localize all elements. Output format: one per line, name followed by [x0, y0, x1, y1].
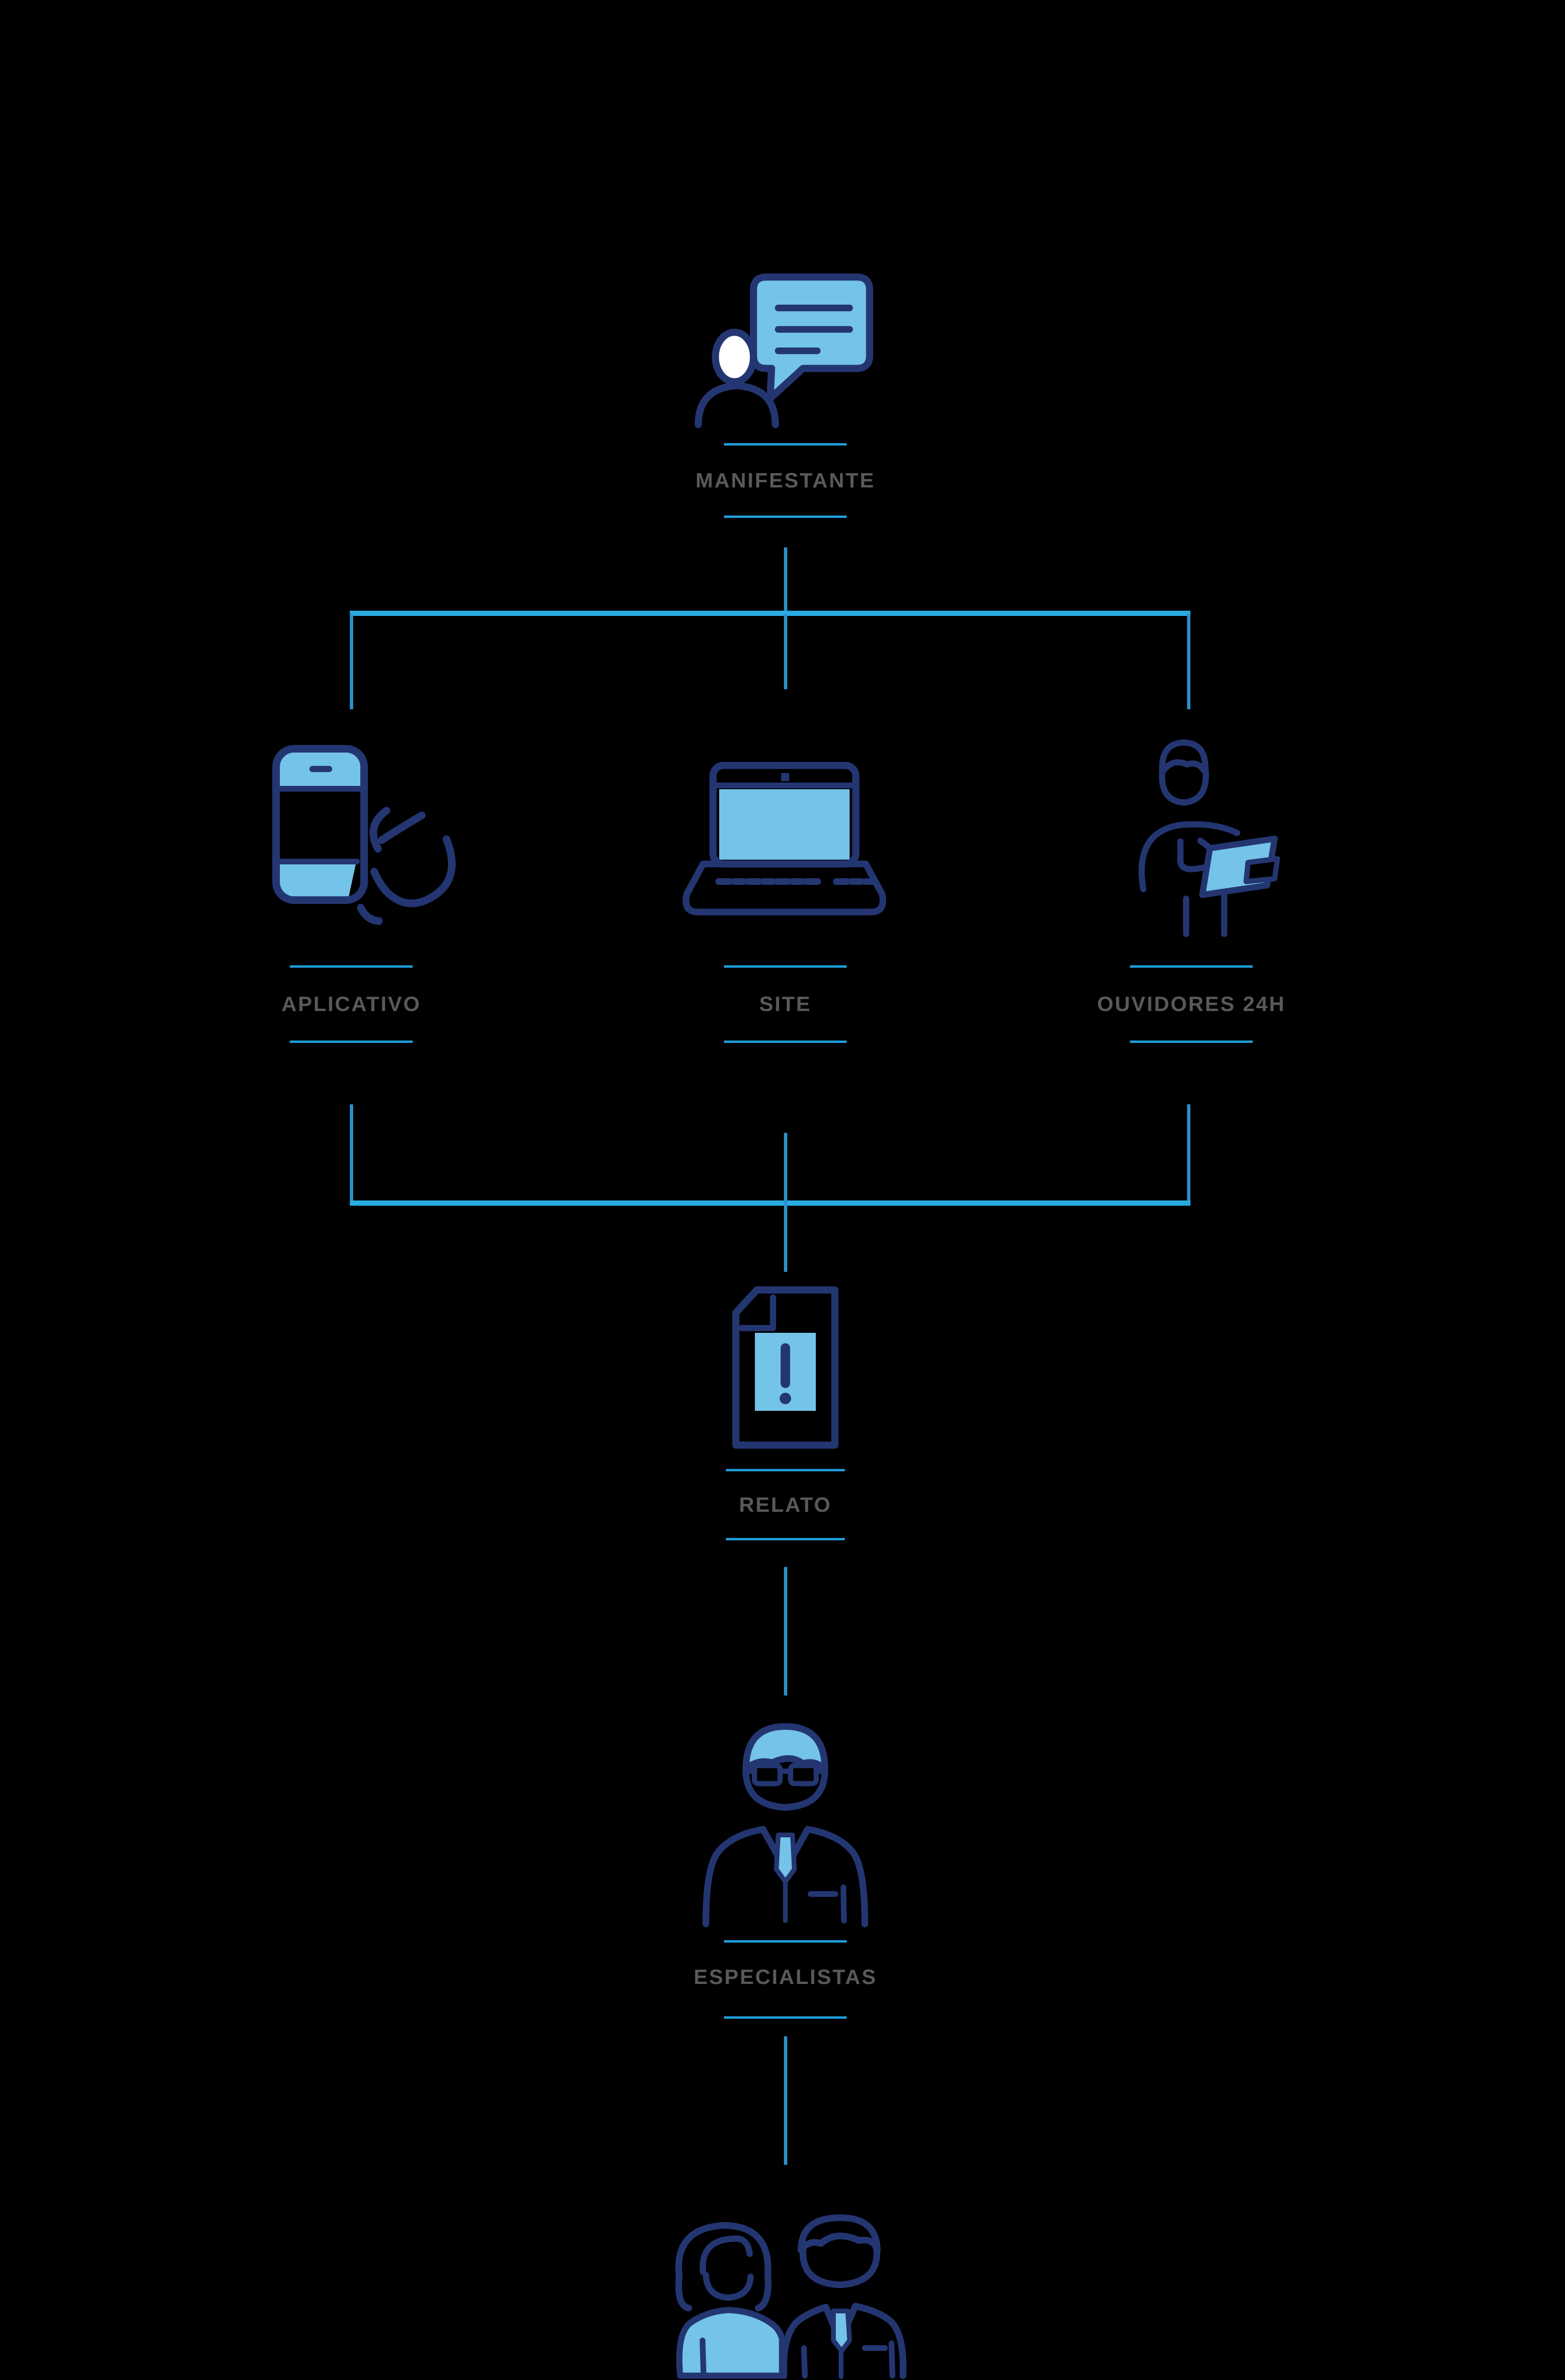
divider-below-site — [724, 1041, 847, 1043]
divider-above-manifestante — [724, 443, 847, 446]
divider-above-aplicativo — [290, 965, 413, 968]
site-label: SITE — [759, 992, 812, 1016]
divider-below-manifestante — [724, 516, 847, 518]
divider-below-especialistas — [724, 2016, 847, 2019]
connector-left-merge-down — [350, 1104, 353, 1202]
connector-merge-horizontal — [350, 1200, 1190, 1206]
divider-below-ouvidores — [1130, 1041, 1253, 1043]
connector-center-merge-down — [784, 1133, 787, 1272]
especialistas-label: ESPECIALISTAS — [693, 1965, 877, 1989]
connector-branch-horizontal — [350, 611, 1190, 616]
connector-relato-especialistas — [784, 1567, 787, 1696]
connector-center-branch-down — [784, 614, 787, 689]
connector-left-branch-down — [350, 614, 353, 709]
divider-above-ouvidores — [1130, 965, 1253, 968]
ouvidores-label: OUVIDORES 24H — [1097, 992, 1286, 1016]
relato-label: RELATO — [739, 1493, 832, 1517]
aplicativo-label: APLICATIVO — [281, 992, 421, 1016]
specialist-person-icon — [693, 1712, 878, 1927]
divider-above-relato — [726, 1469, 845, 1471]
connector-right-merge-down — [1187, 1104, 1190, 1202]
connector-source-down — [784, 547, 787, 613]
divider-above-site — [724, 965, 847, 968]
divider-below-aplicativo — [290, 1041, 413, 1043]
person-clipboard-icon — [1090, 728, 1295, 940]
connector-right-branch-down — [1187, 614, 1190, 709]
phone-in-hand-icon — [262, 740, 462, 940]
person-speech-bubble-icon — [693, 263, 881, 428]
two-people-icon — [659, 2183, 911, 2380]
connector-especialistas-empresa — [784, 2036, 787, 2165]
manifestante-label: MANIFESTANTE — [695, 469, 875, 492]
divider-below-relato — [726, 1538, 845, 1540]
document-alert-icon — [727, 1285, 843, 1451]
laptop-icon — [669, 762, 902, 916]
divider-above-especialistas — [724, 1940, 847, 1943]
